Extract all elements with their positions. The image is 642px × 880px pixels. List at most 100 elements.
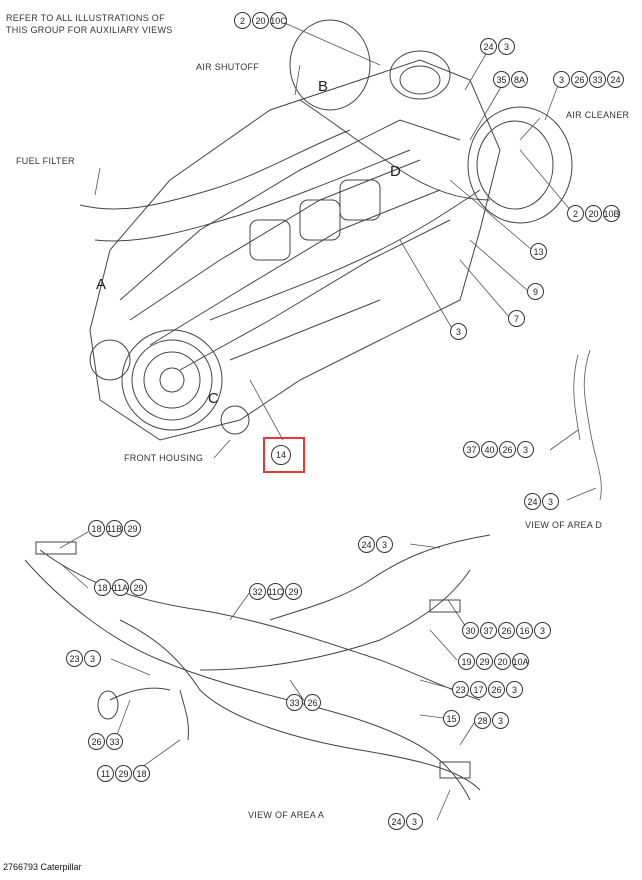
callout-number: 20 [494,653,511,670]
highlight-box [263,437,305,473]
callout-number: 3 [406,813,423,830]
callout-number: 29 [476,653,493,670]
callout-number: 10B [603,205,620,222]
callout-number: 3 [450,323,467,340]
callout-number: 26 [88,733,105,750]
callout-number: 11C [267,583,284,600]
callout-group: 13 [530,243,548,260]
callout-number: 3 [498,38,515,55]
label-view-area-a: VIEW OF AREA A [248,810,325,820]
callout-number: 3 [534,622,551,639]
callout-number: 9 [527,283,544,300]
callout-number: 26 [499,441,516,458]
callout-number: 2 [567,205,584,222]
footer-credit: 2766793 Caterpillar [3,862,82,872]
callout-number: 23 [66,650,83,667]
note-line-1: REFER TO ALL ILLUSTRATIONS OF [6,13,165,23]
callout-number: 19 [458,653,475,670]
callout-number: 30 [462,622,479,639]
callout-number: 29 [115,765,132,782]
callout-number: 3 [376,536,393,553]
callout-number: 7 [508,310,525,327]
callout-number: 24 [388,813,405,830]
callout-number: 10C [270,12,287,29]
label-view-area-d: VIEW OF AREA D [525,520,603,530]
callout-number: 3 [506,681,523,698]
callout-number: 3 [517,441,534,458]
zone-a: A [96,276,107,293]
callout-number: 33 [106,733,123,750]
callout-number: 33 [286,694,303,711]
callout-number: 11 [97,765,114,782]
label-air-shutoff: AIR SHUTOFF [196,62,260,72]
callout-group: 9 [527,283,545,300]
callout-number: 3 [84,650,101,667]
callout-number: 40 [481,441,498,458]
callout-number: 18 [133,765,150,782]
callout-number: 3 [553,71,570,88]
callout-number: 8A [511,71,528,88]
callout-number: 20 [252,12,269,29]
callout-number: 10A [512,653,529,670]
callout-number: 20 [585,205,602,222]
callout-number: 26 [571,71,588,88]
callout-number: 24 [480,38,497,55]
callout-number: 11A [112,579,129,596]
callout-number: 11B [106,520,123,537]
callout-number: 26 [304,694,321,711]
zone-d: D [390,163,401,180]
callout-group: 15 [443,710,461,727]
callout-number: 24 [358,536,375,553]
callout-number: 18 [88,520,105,537]
callout-highlight[interactable]: 14 [271,445,292,465]
callout-number: 14 [271,445,291,465]
callout-number: 15 [443,710,460,727]
callout-number: 17 [470,681,487,698]
zone-c: C [208,390,219,407]
zone-b: B [318,78,329,95]
callout-number: 29 [130,579,147,596]
callout-group: 3 [450,323,468,340]
callout-number: 3 [492,712,509,729]
label-fuel-filter: FUEL FILTER [16,156,75,166]
label-air-cleaner: AIR CLEANER [566,110,630,120]
callout-number: 29 [285,583,302,600]
callout-number: 16 [516,622,533,639]
callout-number: 26 [498,622,515,639]
note-line-2: THIS GROUP FOR AUXILIARY VIEWS [6,25,173,35]
callout-group: 7 [508,310,526,327]
callout-number: 24 [607,71,624,88]
callout-number: 26 [488,681,505,698]
label-front-housing: FRONT HOUSING [124,453,204,463]
callout-number: 32 [249,583,266,600]
callout-number: 28 [474,712,491,729]
callout-number: 37 [463,441,480,458]
callout-number: 2 [234,12,251,29]
callout-number: 29 [124,520,141,537]
callout-number: 24 [524,493,541,510]
callout-number: 35 [493,71,510,88]
callout-number: 18 [94,579,111,596]
callout-number: 23 [452,681,469,698]
callout-number: 33 [589,71,606,88]
